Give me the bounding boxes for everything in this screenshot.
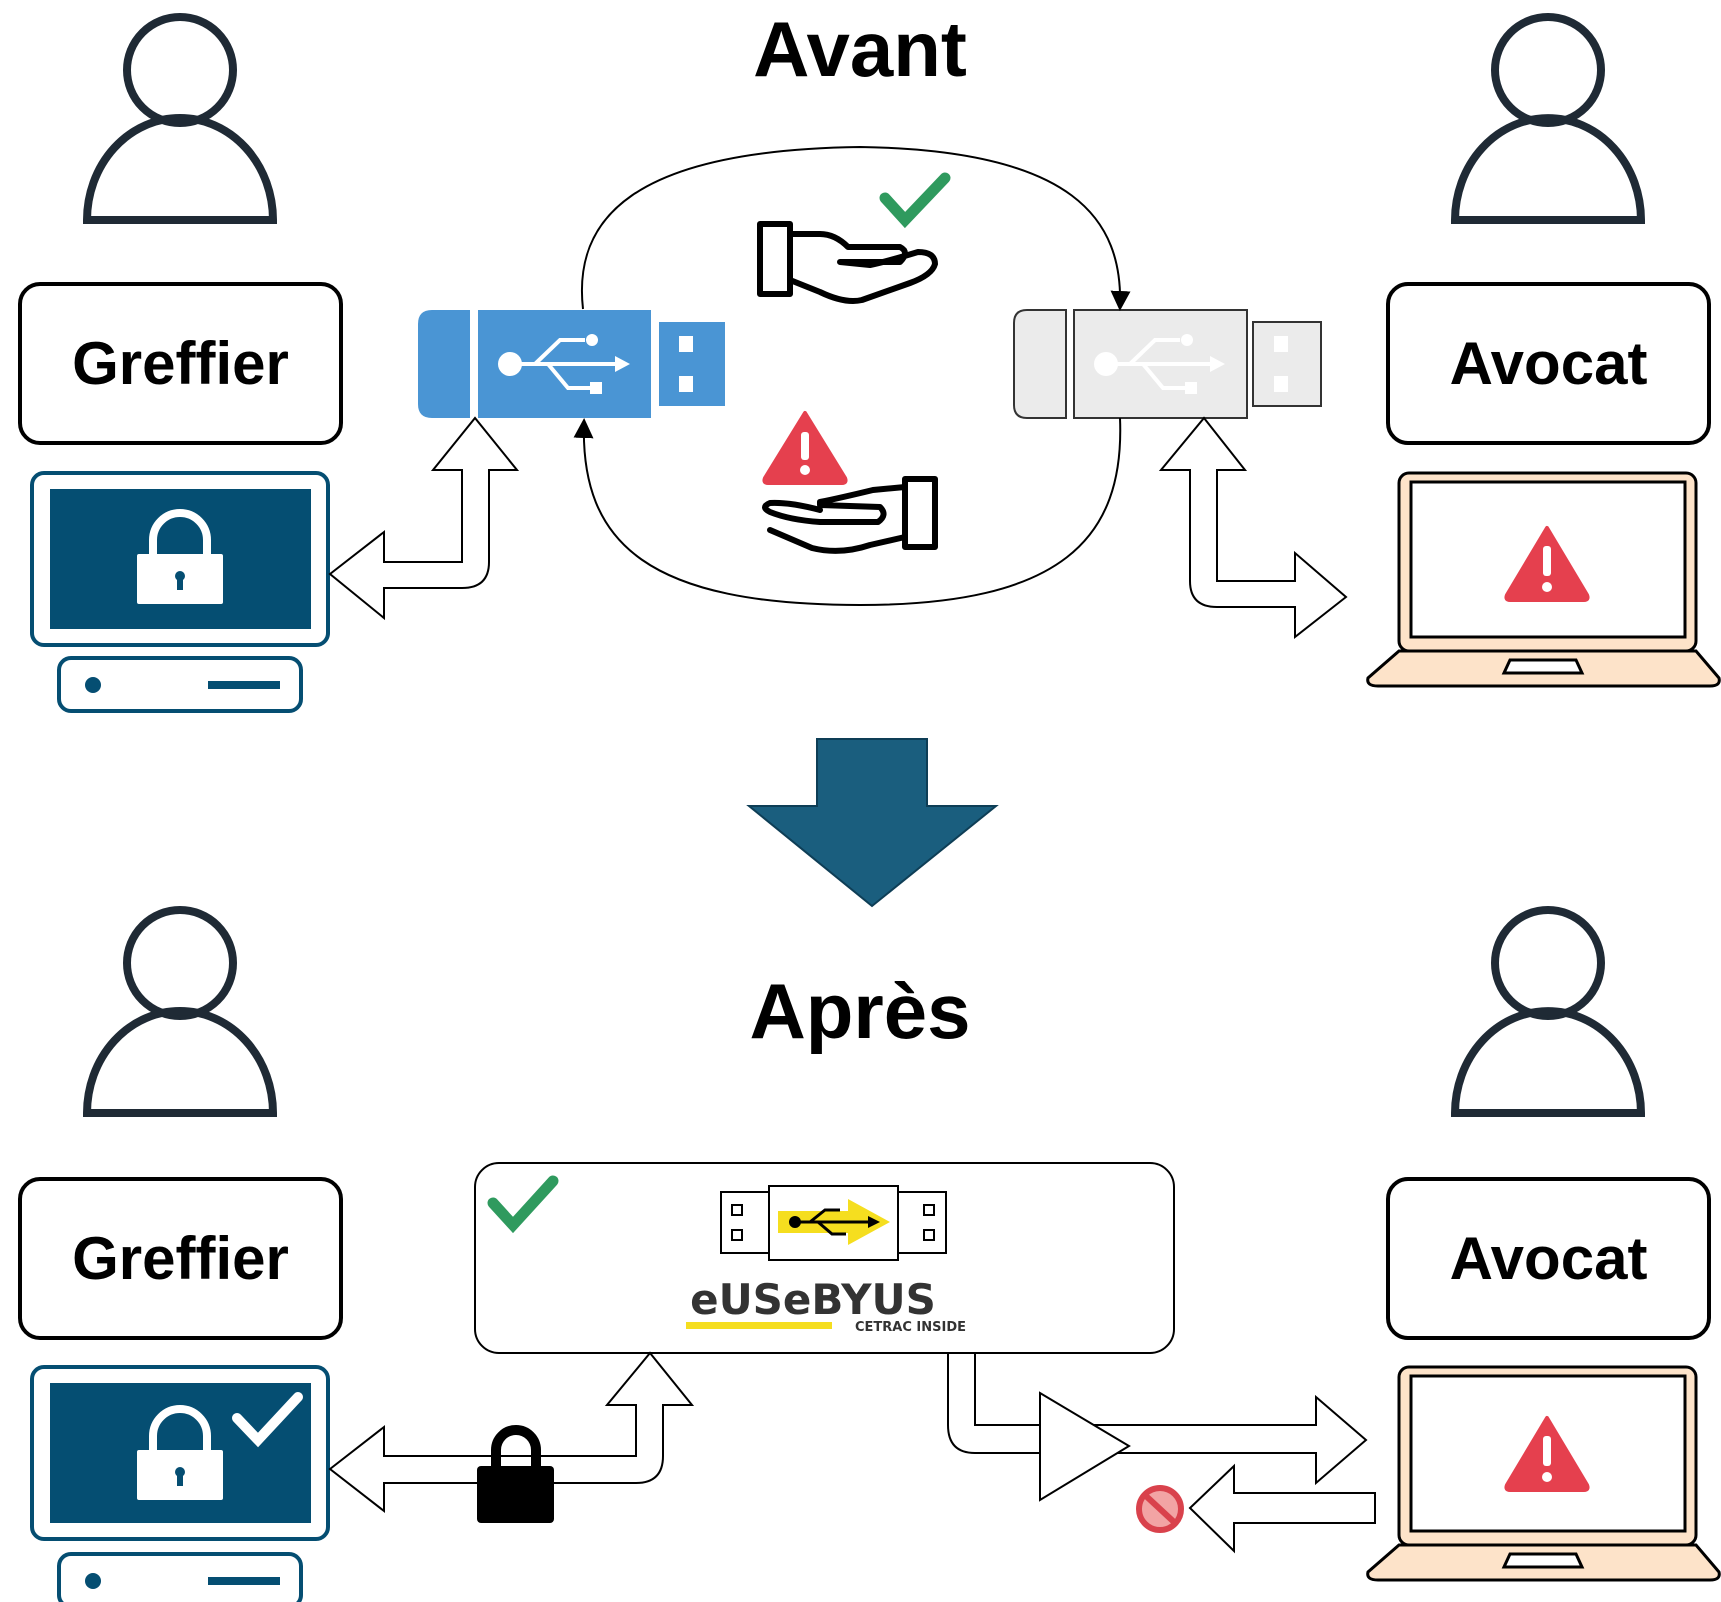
warning-icon xyxy=(1504,526,1590,602)
brand-tagline: CETRAC INSIDE xyxy=(855,1320,966,1335)
before-title: Avant xyxy=(753,5,967,93)
before-lawyer-box: Avocat xyxy=(1386,282,1711,445)
person-icon xyxy=(1450,13,1646,224)
transfer-arrow xyxy=(328,416,520,621)
lock-icon xyxy=(137,1405,223,1500)
warning-icon xyxy=(762,411,848,485)
amplifier-icon xyxy=(1039,1391,1131,1502)
after-lawyer-box: Avocat xyxy=(1386,1177,1711,1340)
forbidden-icon xyxy=(1136,1485,1184,1533)
usb-key-icon xyxy=(418,310,725,418)
usb-arrow-icon xyxy=(778,1199,890,1245)
usb-key-icon xyxy=(1013,309,1322,419)
check-icon xyxy=(487,1175,559,1234)
brand-name: eUSeBYUS xyxy=(690,1275,936,1324)
handover-loop-bottom xyxy=(573,417,1122,607)
transfer-arrow xyxy=(328,1351,695,1514)
lock-icon xyxy=(137,509,223,604)
person-icon xyxy=(82,906,278,1117)
after-title: Après xyxy=(749,967,971,1055)
person-icon xyxy=(1450,906,1646,1117)
transfer-arrow xyxy=(947,1352,1368,1486)
check-icon xyxy=(879,172,951,229)
down-arrow-icon xyxy=(746,738,999,908)
transfer-arrow xyxy=(1158,416,1348,640)
hand-give-icon xyxy=(757,221,938,304)
warning-icon xyxy=(1504,1416,1590,1492)
person-icon xyxy=(82,13,278,224)
after-clerk-box: Greffier xyxy=(18,1177,343,1340)
brand-underline xyxy=(686,1322,832,1329)
handover-loop-top xyxy=(581,145,1131,311)
before-clerk-box: Greffier xyxy=(18,282,343,445)
hand-receive-icon xyxy=(762,476,938,554)
check-icon xyxy=(232,1392,303,1448)
lock-icon xyxy=(477,1425,554,1523)
blocked-return-arrow xyxy=(1188,1463,1376,1554)
